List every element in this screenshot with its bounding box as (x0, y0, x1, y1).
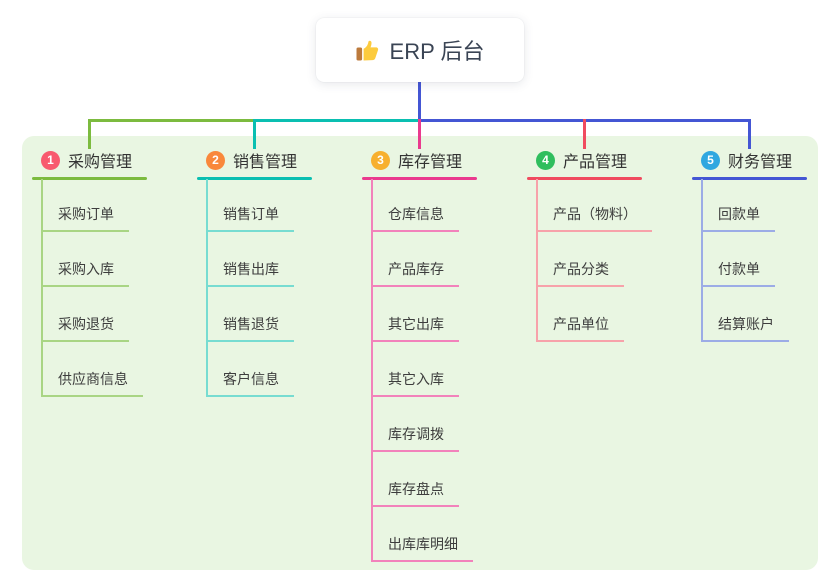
connector-trunk-mid (253, 119, 419, 122)
group-panel (22, 136, 818, 570)
children-connector-line (206, 179, 208, 397)
child-node[interactable]: 出库库明细 (371, 534, 473, 562)
children-connector-line (536, 179, 538, 342)
child-node[interactable]: 采购退货 (41, 314, 129, 342)
branch-header[interactable]: 2 销售管理 (197, 146, 297, 174)
child-node[interactable]: 采购订单 (41, 204, 129, 232)
branch-header[interactable]: 4 产品管理 (527, 146, 627, 174)
branch-underline (362, 177, 477, 180)
child-node[interactable]: 回款单 (701, 204, 775, 232)
connector-branch-drop (583, 119, 586, 149)
branch-underline (692, 177, 807, 180)
connector-branch-drop (418, 119, 421, 149)
child-node[interactable]: 产品单位 (536, 314, 624, 342)
children-connector-line (371, 179, 373, 562)
connector-root-stem (418, 82, 421, 122)
connector-trunk-left (88, 119, 254, 122)
root-title: ERP 后台 (389, 39, 485, 64)
branch-label: 财务管理 (728, 154, 793, 171)
child-node[interactable]: 客户信息 (206, 369, 294, 397)
child-node[interactable]: 销售退货 (206, 314, 294, 342)
connector-branch-drop (88, 119, 91, 149)
branch-underline (32, 177, 147, 180)
thumbs-up-icon (356, 38, 380, 62)
branch-label: 产品管理 (563, 154, 628, 171)
child-node[interactable]: 库存盘点 (371, 479, 459, 507)
root-node[interactable]: ERP 后台 (316, 18, 524, 82)
branch-header[interactable]: 5 财务管理 (692, 146, 792, 174)
connector-branch-drop (748, 119, 751, 149)
child-node[interactable]: 产品库存 (371, 259, 459, 287)
child-node[interactable]: 采购入库 (41, 259, 129, 287)
branch-underline (197, 177, 312, 180)
child-node[interactable]: 其它出库 (371, 314, 459, 342)
children-connector-line (41, 179, 43, 397)
branch-header[interactable]: 1 采购管理 (32, 146, 132, 174)
branch-label: 销售管理 (233, 154, 298, 171)
branch-number-badge: 4 (536, 150, 555, 170)
branch-label: 库存管理 (398, 154, 463, 171)
child-node[interactable]: 销售出库 (206, 259, 294, 287)
connector-branch-drop (253, 119, 256, 149)
branch-label: 采购管理 (68, 154, 133, 171)
child-node[interactable]: 仓库信息 (371, 204, 459, 232)
child-node[interactable]: 付款单 (701, 259, 775, 287)
branch-header[interactable]: 3 库存管理 (362, 146, 462, 174)
children-connector-line (701, 179, 703, 342)
child-node[interactable]: 结算账户 (701, 314, 789, 342)
child-node[interactable]: 供应商信息 (41, 369, 143, 397)
child-node[interactable]: 销售订单 (206, 204, 294, 232)
child-node[interactable]: 产品（物料） (536, 204, 652, 232)
branch-number-badge: 1 (41, 150, 60, 170)
child-node[interactable]: 产品分类 (536, 259, 624, 287)
branch-underline (527, 177, 642, 180)
branch-number-badge: 5 (701, 150, 720, 170)
child-node[interactable]: 其它入库 (371, 369, 459, 397)
branch-number-badge: 3 (371, 150, 390, 170)
branch-number-badge: 2 (206, 150, 225, 170)
child-node[interactable]: 库存调拨 (371, 424, 459, 452)
